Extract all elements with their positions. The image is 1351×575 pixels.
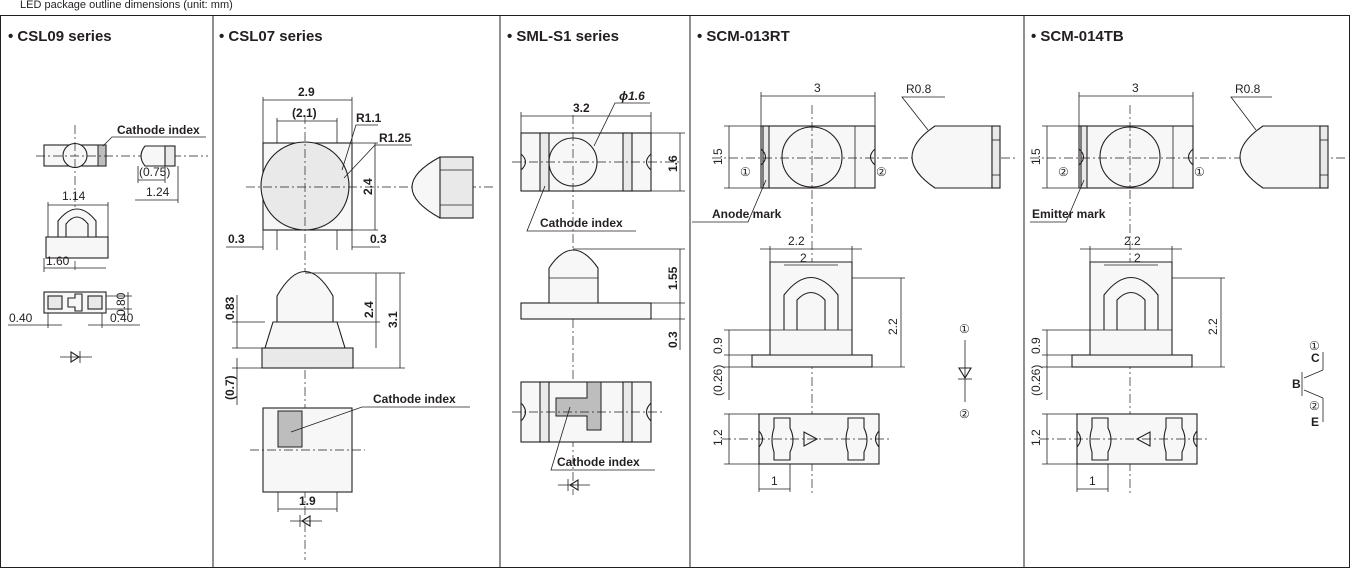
header-cut-text: LED package outline dimensions (unit: mm… — [20, 0, 233, 11]
side-view: (0.75) 1.24 — [135, 145, 179, 203]
dim-label: (0.75) — [139, 165, 170, 179]
dim-label: 2 — [1134, 251, 1141, 265]
dim-label: 0.83 — [223, 296, 237, 320]
side-view — [411, 156, 474, 219]
dim-label: 2.4 — [362, 301, 376, 318]
dim-label: 1.60 — [46, 254, 70, 268]
panel-title: • SML-S1 series — [507, 28, 619, 45]
dim-label: 1.6 — [666, 155, 680, 172]
dim-label: 3.2 — [573, 101, 590, 115]
panel-title: • SCM-013RT — [697, 28, 790, 45]
panel-csl09: • CSL09 series Cathode index (0.75) 1.24 — [8, 28, 208, 363]
diode-symbol-icon — [60, 351, 92, 363]
dim-label: 0.3 — [666, 331, 680, 348]
cathode-index-label: Cathode index — [373, 392, 456, 406]
panel-title: • SCM-014TB — [1031, 28, 1124, 45]
dim-label: (0.26) — [711, 365, 725, 396]
diode-symbol-icon: ① ② — [958, 322, 972, 421]
panel-scm-014tb: • SCM-014TB 3 1.5 ② ① Emitter mark — [1029, 28, 1345, 495]
pin-label: ② — [1058, 165, 1069, 179]
dim-label: 1.14 — [62, 189, 86, 203]
cathode-index-label: Cathode index — [117, 123, 200, 137]
dim-label: 2.2 — [788, 234, 805, 248]
bottom-view: Cathode index 1.9 — [250, 392, 470, 512]
front-view: 1.14 1.60 — [43, 189, 109, 272]
dim-label: 1.5 — [1029, 148, 1043, 165]
symbol-pin-label: ① — [959, 322, 970, 336]
symbol-collector-label: C — [1311, 351, 1320, 365]
dim-label: 2.2 — [1206, 318, 1220, 335]
dim-label: 1 — [1089, 474, 1096, 488]
side-view: R0.8 — [901, 82, 1001, 189]
dim-label: 0.9 — [711, 337, 725, 354]
side-view: R0.8 — [1230, 82, 1329, 189]
symbol-base-label: B — [1292, 377, 1301, 391]
dim-label: 1.55 — [666, 266, 680, 290]
dim-label: 1.24 — [146, 185, 170, 199]
dim-label: 2.9 — [298, 85, 315, 99]
dim-label: (0.7) — [223, 375, 237, 400]
panel-sml-s1: • SML-S1 series 3.2 ϕ1.6 1.6 Cathode ind… — [507, 28, 685, 495]
dim-label: 2.4 — [361, 178, 375, 195]
top-view: 3.2 ϕ1.6 1.6 Cathode index — [512, 89, 685, 495]
cathode-index-label: Cathode index — [540, 216, 623, 230]
bottom-view: 0.80 0.40 0.40 — [8, 291, 140, 328]
mark-label: Anode mark — [712, 207, 782, 221]
dim-label: 2.2 — [1124, 234, 1141, 248]
symbol-pin-label: ② — [1309, 399, 1320, 413]
dim-label: 0.40 — [9, 311, 33, 325]
panel-grid — [0, 15, 1350, 568]
radius-label: R0.8 — [906, 82, 932, 96]
dim-label: 3.1 — [386, 311, 400, 328]
diode-symbol-icon — [290, 515, 322, 527]
dim-label: 1.2 — [711, 429, 725, 446]
dim-label: 3 — [814, 81, 821, 95]
dim-label: 1.9 — [299, 494, 316, 508]
panel-title: • CSL09 series — [8, 28, 112, 45]
cathode-index-label: Cathode index — [557, 455, 640, 469]
dim-label: 2 — [800, 251, 807, 265]
dim-label: 1.5 — [711, 148, 725, 165]
radius-label: R1.1 — [356, 111, 382, 125]
bottom-view: 1.2 1 — [1029, 413, 1210, 492]
dim-label: 0.80 — [114, 292, 128, 316]
top-view: 3 1.5 ① ② Anode mark — [692, 81, 1016, 495]
dim-label: 0.3 — [228, 232, 245, 246]
side-view: 1.55 0.3 — [520, 248, 685, 350]
mark-label: Emitter mark — [1032, 207, 1106, 221]
panel-title: • CSL07 series — [219, 28, 323, 45]
panel-scm-013rt: • SCM-013RT 3 1.5 ① ② Anode mark — [692, 28, 1016, 495]
top-view: 2.9 (2.1) R1.1 R1.25 2.4 0.3 0.3 — [226, 85, 495, 560]
dim-label: 1 — [771, 474, 778, 488]
dim-label: 2.2 — [886, 318, 900, 335]
dim-label: (0.26) — [1029, 365, 1043, 396]
symbol-emitter-label: E — [1311, 415, 1319, 429]
pin-label: ① — [1194, 165, 1205, 179]
dim-label: 0.9 — [1029, 337, 1043, 354]
dim-label: 0.40 — [110, 311, 134, 325]
front-view: 2.2 2 2.2 0.9 (0.26) — [711, 234, 905, 400]
radius-label: R0.8 — [1235, 82, 1261, 96]
panel-csl07: • CSL07 series 2.9 (2.1) R1.1 R1.25 2.4 — [219, 28, 495, 560]
dim-label: 3 — [1132, 81, 1139, 95]
front-view: 2.4 3.1 0.83 (0.7) — [223, 270, 405, 405]
front-view: 2.2 2 2.2 0.9 (0.26) — [1029, 234, 1225, 400]
bottom-view: 1.2 1 — [711, 413, 890, 492]
dim-label: (2.1) — [292, 106, 317, 120]
symbol-pin-label: ② — [959, 407, 970, 421]
diameter-label: ϕ1.6 — [619, 89, 645, 103]
diode-symbol-icon — [558, 479, 590, 491]
bottom-view: Cathode index — [512, 381, 665, 471]
transistor-symbol-icon: ① C B ② E — [1292, 339, 1324, 429]
top-view: 3 1.5 ② ① Emitter mark — [1029, 81, 1345, 495]
radius-label: R1.25 — [379, 131, 411, 145]
dim-label: 1.2 — [1029, 429, 1043, 446]
pin-label: ① — [740, 165, 751, 179]
top-view: Cathode index — [36, 123, 208, 270]
symbol-pin-label: ① — [1309, 339, 1320, 353]
pin-label: ② — [876, 165, 887, 179]
dim-label: 0.3 — [370, 232, 387, 246]
